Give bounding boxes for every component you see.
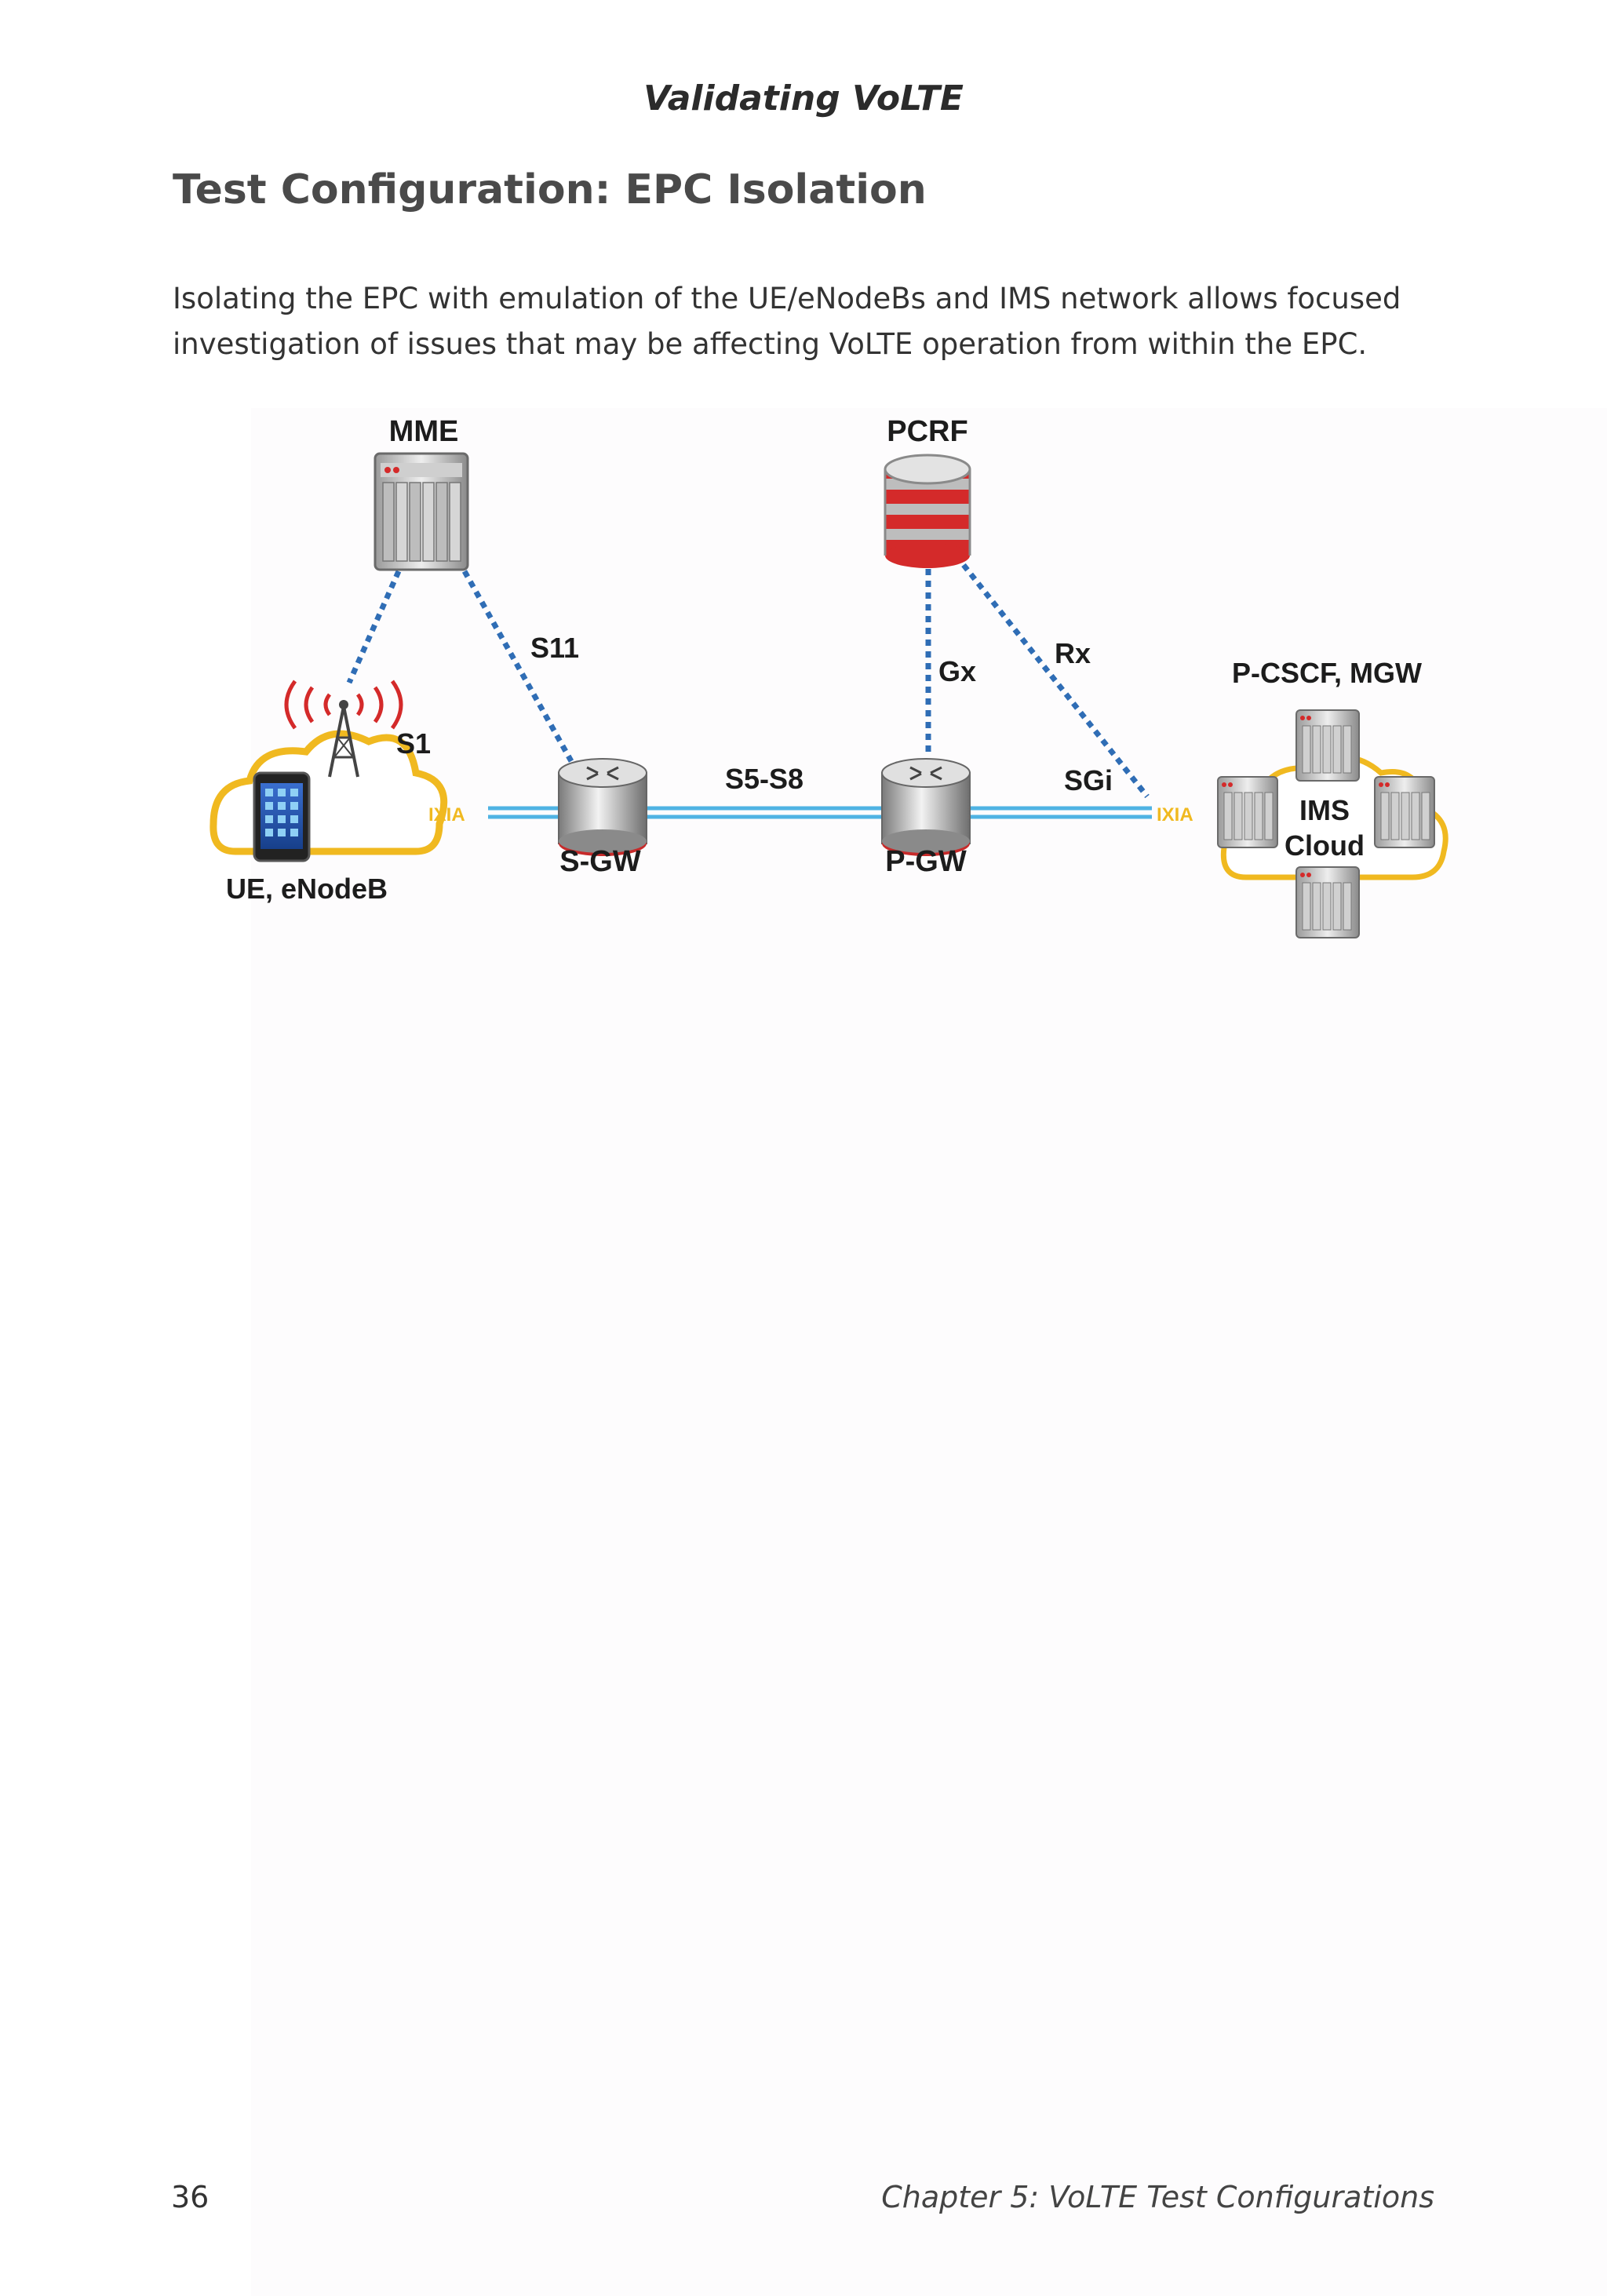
s11-interface-label: S11 xyxy=(530,632,579,664)
sgw-router-icon xyxy=(558,758,647,856)
mme-server-icon xyxy=(374,452,469,571)
intro-paragraph: Isolating the EPC with emulation of the … xyxy=(173,276,1428,367)
pcrf-database-icon xyxy=(884,454,971,568)
ue-enodeb-label: UE, eNodeB xyxy=(226,873,388,905)
ixia-left-label: IXIA xyxy=(428,804,465,825)
antenna-tower-icon xyxy=(284,680,403,778)
chapter-footer: Chapter 5: VoLTE Test Configurations xyxy=(881,2180,1434,2214)
rx-interface-label: Rx xyxy=(1055,637,1091,669)
control-plane-links xyxy=(346,563,1150,799)
sgi-interface-label: SGi xyxy=(1064,764,1113,796)
ims-server-left-icon xyxy=(1217,776,1278,848)
s5-s8-interface-label: S5-S8 xyxy=(725,763,804,795)
ue-enodeb-cloud-icon xyxy=(210,730,448,862)
sgw-label: S-GW xyxy=(559,845,641,878)
pcscf-mgw-label: P-CSCF, MGW xyxy=(1232,657,1422,689)
cloud-label: Cloud xyxy=(1285,829,1365,862)
ixia-right-label: IXIA xyxy=(1157,804,1193,825)
data-plane-links xyxy=(488,806,1152,819)
running-title: Validating VoLTE xyxy=(643,78,964,118)
ims-cloud-icon xyxy=(1217,709,1448,938)
gx-interface-label: Gx xyxy=(938,655,976,687)
pgw-router-icon xyxy=(881,758,971,856)
ims-label: IMS xyxy=(1299,794,1350,826)
page-number: 36 xyxy=(171,2180,210,2214)
s1-interface-label: S1 xyxy=(396,727,431,760)
section-title: Test Configuration: EPC Isolation xyxy=(173,166,927,213)
ims-server-top-icon xyxy=(1295,709,1360,782)
pcrf-label: PCRF xyxy=(887,415,967,448)
intro-line-2: investigation of issues that may be affe… xyxy=(173,327,1368,361)
intro-line-1: Isolating the EPC with emulation of the … xyxy=(173,282,1401,315)
ims-server-right-icon xyxy=(1374,776,1435,848)
pgw-label: P-GW xyxy=(885,845,967,878)
mme-label: MME xyxy=(389,415,459,448)
ims-server-bottom-icon xyxy=(1295,866,1360,938)
